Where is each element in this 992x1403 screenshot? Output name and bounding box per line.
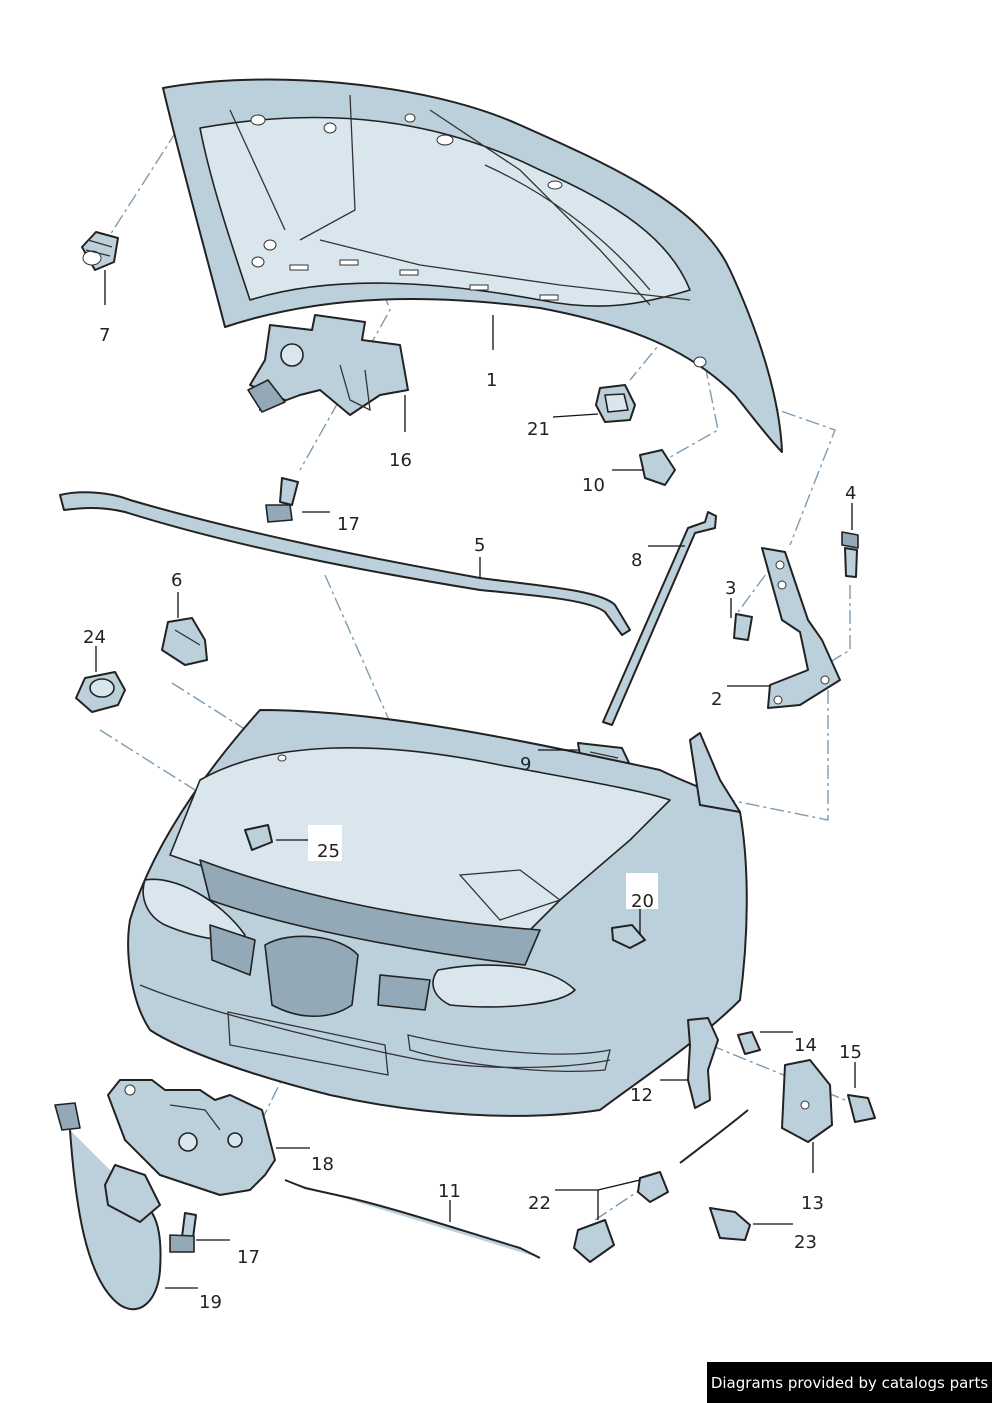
callout-18: 18 [311, 1154, 334, 1175]
callout-9: 9 [520, 754, 531, 775]
lock-carrier-part [247, 314, 409, 416]
support-rod [602, 511, 717, 726]
callout-25-bg [308, 825, 342, 861]
callout-15: 15 [839, 1042, 862, 1063]
callout-14: 14 [794, 1035, 817, 1056]
lock-part [107, 1079, 276, 1196]
callout-8: 8 [631, 550, 642, 571]
buffer-small [244, 824, 273, 851]
bush-part [75, 671, 126, 713]
leader-lines [95, 270, 856, 1289]
callout-4: 4 [845, 483, 856, 504]
lock-switch-cable [54, 1102, 162, 1311]
grommet-parts [573, 1171, 669, 1263]
hood-panel [162, 78, 783, 453]
callout-23: 23 [794, 1232, 817, 1253]
clip-small [847, 1094, 876, 1123]
callout-17-lower: 17 [237, 1247, 260, 1268]
bolt-handle [737, 1031, 761, 1055]
callout-11: 11 [438, 1181, 461, 1202]
holder-part [161, 617, 208, 666]
callout-labels: 1 2 3 4 5 6 7 8 9 10 11 12 13 14 15 16 1… [83, 325, 862, 1313]
clip-part [595, 384, 636, 423]
callout-20-bg [626, 873, 658, 909]
callout-2: 2 [711, 689, 722, 710]
callout-13: 13 [801, 1193, 824, 1214]
callout-21: 21 [527, 419, 550, 440]
hinge-part [761, 547, 841, 709]
callout-6: 6 [171, 570, 182, 591]
holder-small [709, 1207, 751, 1241]
callout-10: 10 [582, 475, 605, 496]
seal-strip [59, 491, 631, 636]
bolt-lower [169, 1212, 197, 1253]
callout-7: 7 [99, 325, 110, 346]
bracket-part [781, 1059, 833, 1143]
stop-buffer-part [639, 449, 676, 486]
callout-1: 1 [486, 370, 497, 391]
callout-17-upper: 17 [337, 514, 360, 535]
callout-24: 24 [83, 627, 106, 648]
bolt-upper [265, 477, 299, 523]
bolt-small [733, 613, 753, 641]
callout-5: 5 [474, 535, 485, 556]
cable-upper [679, 1109, 749, 1164]
bolt-hinge [841, 531, 859, 578]
release-handle [687, 1017, 719, 1109]
callout-20: 20 [631, 891, 654, 912]
buffer-part [81, 231, 119, 271]
callout-25: 25 [317, 841, 340, 862]
callout-3: 3 [725, 578, 736, 599]
car-front-body [127, 709, 748, 1117]
bolt-wing [611, 924, 646, 949]
release-cable [284, 1179, 541, 1259]
watermark-banner: Diagrams provided by catalogs parts [707, 1362, 992, 1403]
callout-12: 12 [630, 1085, 653, 1106]
callout-16: 16 [389, 450, 412, 471]
callout-19: 19 [199, 1292, 222, 1313]
callout-22: 22 [528, 1193, 551, 1214]
